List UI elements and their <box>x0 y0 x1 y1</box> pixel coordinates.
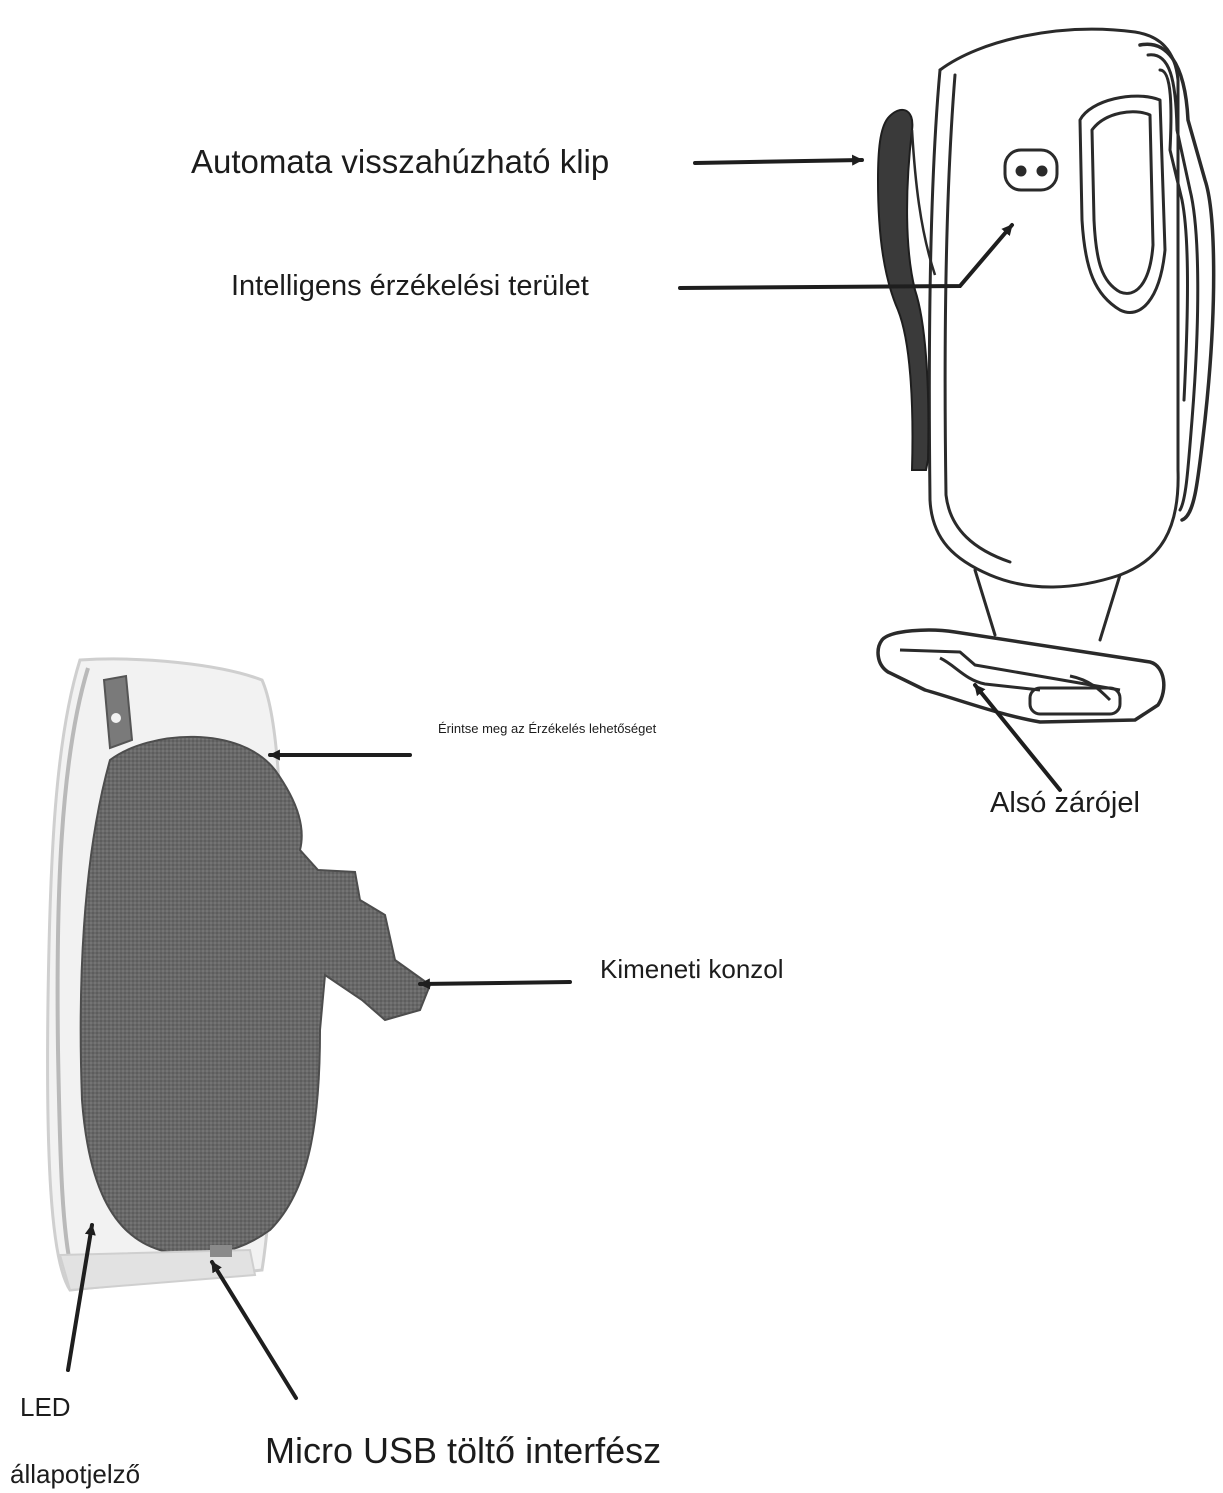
output-bracket-arrow <box>420 982 570 984</box>
automatic-clip-arm <box>878 110 928 470</box>
clip-arrow <box>695 160 862 163</box>
label-sensing-area: Intelligens érzékelési terület <box>231 272 589 301</box>
sensing-arrow <box>680 225 1012 288</box>
usb-arrow <box>212 1262 296 1398</box>
label-output-bracket: Kimeneti konzol <box>600 956 784 982</box>
bottom-bracket-drawing <box>878 630 1164 722</box>
bottom-bracket-arrow <box>975 685 1060 790</box>
label-status-indicator: állapotjelző <box>10 1461 140 1487</box>
label-led: LED <box>20 1394 71 1420</box>
label-touch-sensing: Érintse meg az Érzékelés lehetőséget <box>438 722 656 735</box>
label-micro-usb: Micro USB töltő interfész <box>265 1433 661 1469</box>
phone-holder-drawing <box>929 29 1213 640</box>
label-automatic-clip: Automata visszahúzható klip <box>191 145 609 178</box>
label-bottom-bracket: Alsó zárójel <box>990 789 1140 818</box>
